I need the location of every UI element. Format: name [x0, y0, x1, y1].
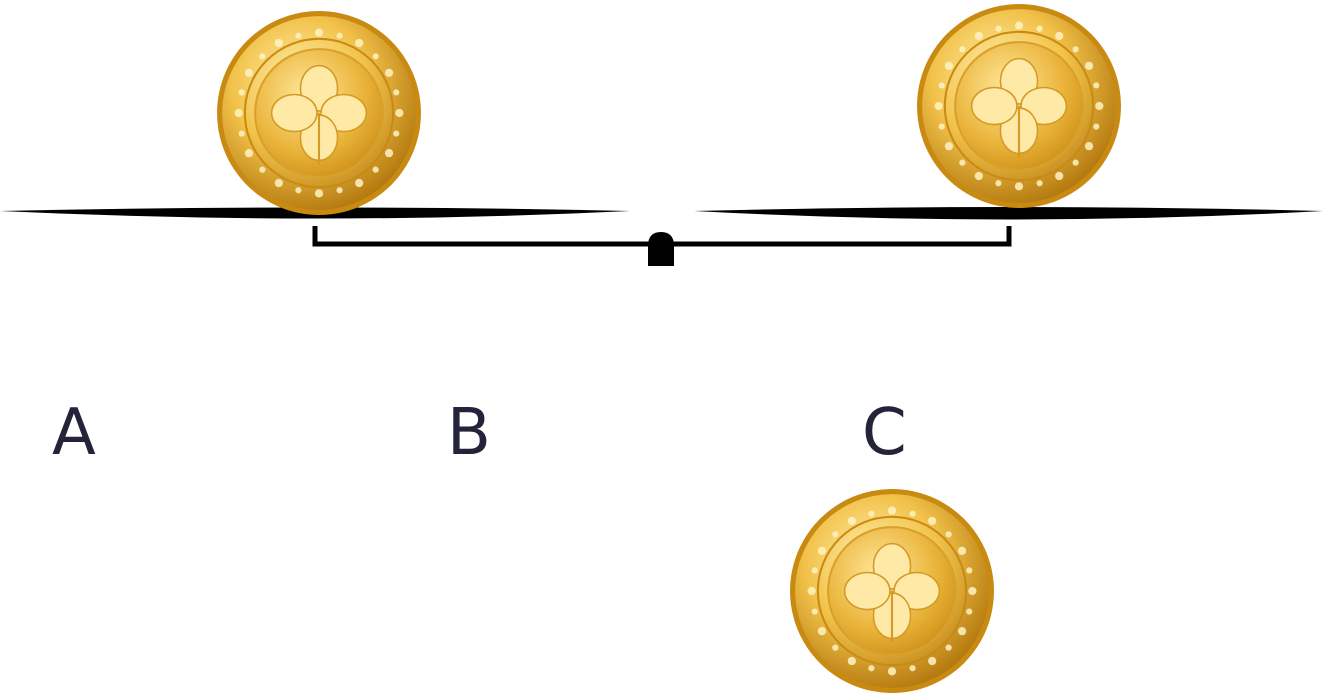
label-a: A — [52, 396, 96, 470]
fulcrum — [648, 232, 674, 266]
label-c: C — [862, 396, 907, 470]
right-pan — [694, 207, 1323, 220]
clover-coin-icon — [790, 489, 994, 693]
label-b: B — [447, 396, 491, 470]
balance-scale — [0, 207, 1323, 266]
clover-coin-icon — [217, 11, 421, 215]
clover-coin-icon — [917, 4, 1121, 208]
